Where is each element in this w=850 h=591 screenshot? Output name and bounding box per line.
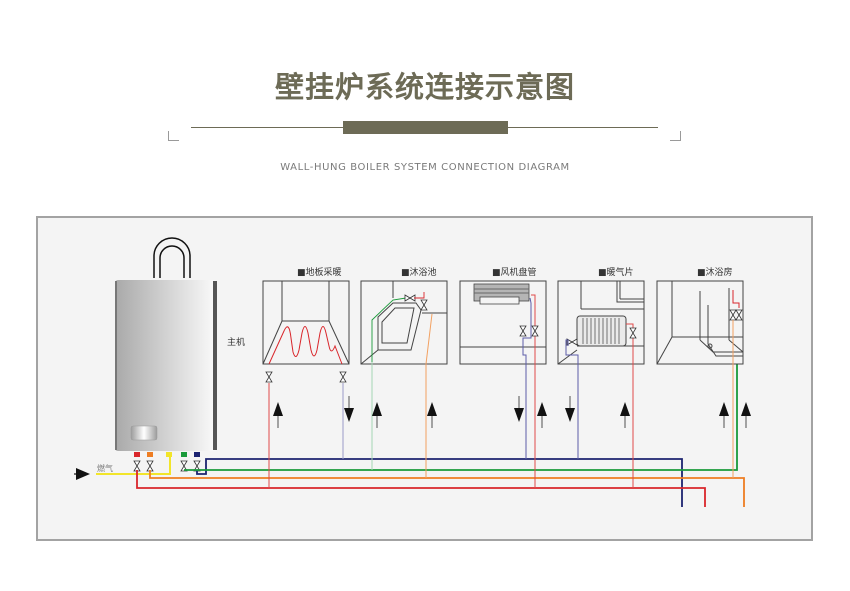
flow-arrow-down [343,395,355,423]
connector-cold-water [181,452,187,457]
connector-heating-supply [134,452,140,457]
boiler-unit: 主机 [115,237,245,451]
gas-pipe [96,457,171,475]
boiler-body [115,280,217,451]
flow-arrow-up [272,401,284,429]
room-radiator: ■暖气片 [557,266,645,488]
flow-arrow-down [513,395,525,423]
corner-mark-right [670,131,681,141]
flow-arrow-up [371,401,383,429]
flow-arrow-up [718,401,730,429]
boiler-display-panel [130,425,158,441]
flow-arrow-up [619,401,631,429]
room-label-shower-room: ■沐浴房 [697,266,733,278]
room-label-floor-heating: ■地板采暖 [297,266,342,278]
floor-heating-coil [268,326,343,365]
connector-heating-return [194,452,200,457]
flow-arrow-up [740,401,752,429]
boiler-label: 主机 [227,336,245,348]
cold-water-main [184,362,738,471]
connector-hot-water [147,452,153,457]
flue-pipe [153,237,191,278]
hot-water-main [149,470,745,507]
flow-arrow-down [564,395,576,423]
connector-gas [166,452,172,457]
page-subtitle: WALL-HUNG BOILER SYSTEM CONNECTION DIAGR… [280,162,570,173]
gas-inlet: 燃气 [74,457,171,480]
title-rule-accent [343,121,508,134]
room-label-radiator: ■暖气片 [598,266,634,278]
heating-supply-main [136,470,706,507]
corner-mark-left [168,131,179,141]
page-title: 壁挂炉系统连接示意图 [274,70,575,104]
flow-arrow-up [426,401,438,429]
flow-arrow-up [536,401,548,429]
room-fan-coil: ■风机盘管 [459,266,547,488]
room-bathtub: ■沐浴池 [360,266,448,478]
room-shower-room: ■沐浴房 [656,266,744,478]
room-label-bathtub: ■沐浴池 [401,266,437,278]
heating-return-main [196,458,683,507]
room-label-fan-coil: ■风机盘管 [492,266,537,278]
gas-label: 燃气 [97,463,113,473]
room-floor-heating: ■地板采暖 [262,266,350,488]
bathtub-cold-line [371,297,407,362]
